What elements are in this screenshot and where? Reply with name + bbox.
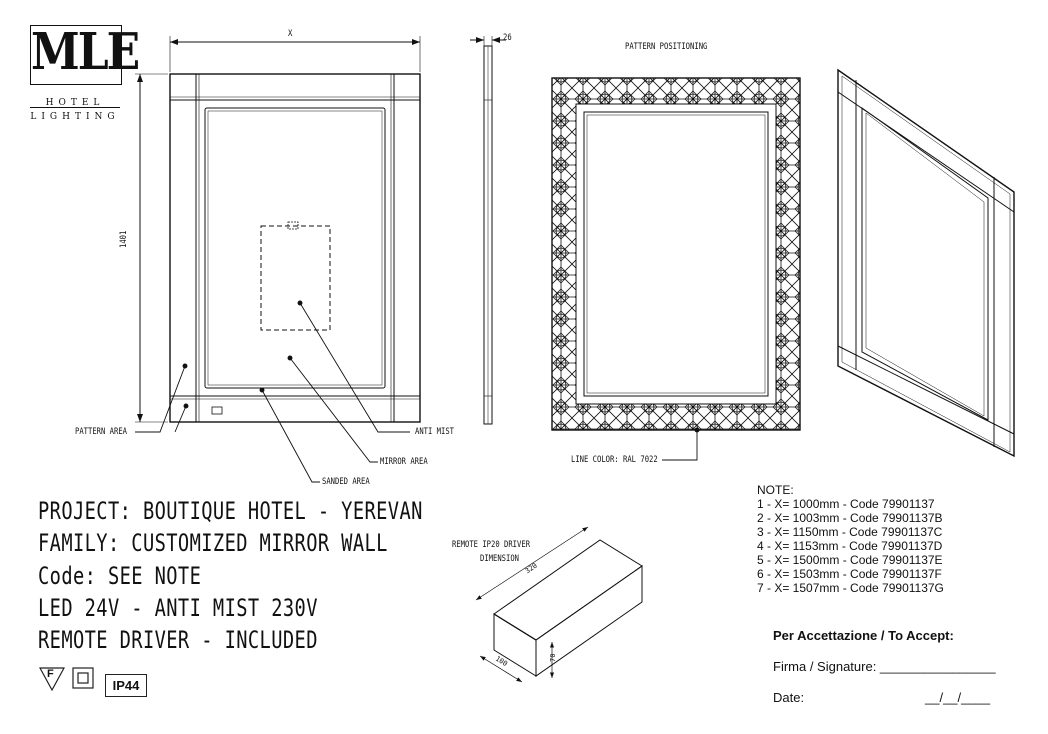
accept-title: Per Accettazione / To Accept:: [773, 628, 954, 643]
signature-field[interactable]: Firma / Signature: ________________: [773, 659, 996, 674]
line-color-label: LINE COLOR: RAL 7022: [571, 455, 658, 465]
front-view: [135, 36, 421, 423]
pattern-area-label: PATTERN AREA: [75, 427, 128, 437]
note-item: 1 - X= 1000mm - Code 79901137: [757, 497, 935, 511]
note-item: 2 - X= 1003mm - Code 79901137B: [757, 511, 943, 525]
date-label: Date:: [773, 690, 805, 705]
driver-box: [475, 526, 643, 683]
dim-depth-label: 26: [503, 33, 512, 43]
dim-height-label: 1401: [119, 230, 129, 248]
ip-rating-badge: IP44: [105, 674, 147, 697]
dim-width-label: X: [288, 29, 293, 39]
note-item: 6 - X= 1503mm - Code 79901137F: [757, 567, 942, 581]
project-line-1: PROJECT: BOUTIQUE HOTEL - YEREVAN: [38, 497, 423, 525]
note-item: 7 - X= 1507mm - Code 79901137G: [757, 581, 944, 595]
side-view: [470, 36, 506, 425]
pattern-positioning-label: PATTERN POSITIONING: [625, 42, 708, 52]
anti-mist-label: ANTI MIST: [415, 427, 455, 437]
f-mark-triangle: [38, 667, 94, 692]
f-mark-letter: F: [47, 668, 54, 680]
driver-height-label: 70: [549, 653, 557, 662]
project-line-4: LED 24V - ANTI MIST 230V: [38, 594, 318, 622]
pattern-view: [551, 77, 801, 461]
perspective-view: [837, 68, 1015, 458]
logo-line2: LIGHTING: [30, 112, 120, 122]
project-line-2: FAMILY: CUSTOMIZED MIRROR WALL: [38, 529, 388, 557]
date-field[interactable]: __/__/____: [925, 690, 991, 705]
driver-title-1: REMOTE IP20 DRIVER: [452, 540, 531, 550]
sanded-area-label: SANDED AREA: [322, 477, 370, 487]
note-item: 5 - X= 1500mm - Code 79901137E: [757, 553, 943, 567]
driver-title-2: DIMENSION: [480, 554, 520, 564]
logo-line1: HOTEL: [45, 98, 105, 108]
logo-divider: [30, 107, 120, 108]
logo: MLE: [30, 24, 140, 85]
project-line-5: REMOTE DRIVER - INCLUDED: [38, 626, 318, 654]
mirror-area-label: MIRROR AREA: [380, 457, 428, 467]
note-title: NOTE:: [757, 483, 794, 497]
leader-lines: [135, 300, 410, 483]
note-item: 3 - X= 1150mm - Code 79901137C: [757, 525, 943, 539]
project-line-3: Code: SEE NOTE: [38, 562, 202, 590]
note-item: 4 - X= 1153mm - Code 79901137D: [757, 539, 943, 553]
